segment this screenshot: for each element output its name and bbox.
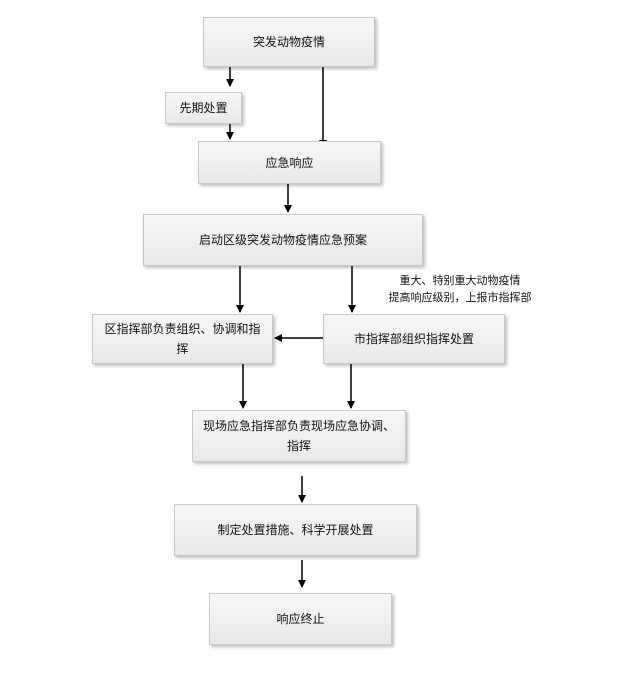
node-district-command-label: 区指挥部负责组织、协调和指挥	[104, 322, 261, 356]
node-emergency-response-label: 应急响应	[265, 155, 314, 170]
node-city-command: 市指挥部组织指挥处置	[323, 314, 505, 364]
node-response-end: 响应终止	[209, 593, 392, 645]
node-district-command: 区指挥部负责组织、协调和指挥	[92, 314, 273, 364]
node-response-end-label: 响应终止	[276, 612, 325, 626]
escalation-note-line2: 提高响应级别，上报市指挥部	[388, 291, 532, 304]
node-city-command-label: 市指挥部组织指挥处置	[353, 332, 474, 346]
node-measures-label: 制定处置措施、科学开展处置	[217, 523, 374, 537]
node-outbreak-label: 突发动物疫情	[252, 35, 325, 49]
escalation-note-line1: 重大、特别重大动物疫情	[399, 274, 521, 287]
escalation-note: 重大、特别重大动物疫情 提高响应级别，上报市指挥部	[380, 272, 540, 306]
node-measures: 制定处置措施、科学开展处置	[174, 504, 417, 556]
node-activate-plan-label: 启动区级突发动物疫情应急预案	[198, 233, 367, 247]
node-emergency-response: 应急响应	[198, 141, 381, 184]
node-initial-handling: 先期处置	[165, 92, 242, 124]
node-outbreak: 突发动物疫情	[203, 17, 375, 67]
node-activate-plan: 启动区级突发动物疫情应急预案	[143, 214, 423, 266]
node-initial-handling-label: 先期处置	[179, 101, 228, 115]
node-onsite-command: 现场应急指挥部负责现场应急协调、指挥	[192, 410, 406, 462]
node-onsite-command-label: 现场应急指挥部负责现场应急协调、指挥	[203, 419, 396, 453]
